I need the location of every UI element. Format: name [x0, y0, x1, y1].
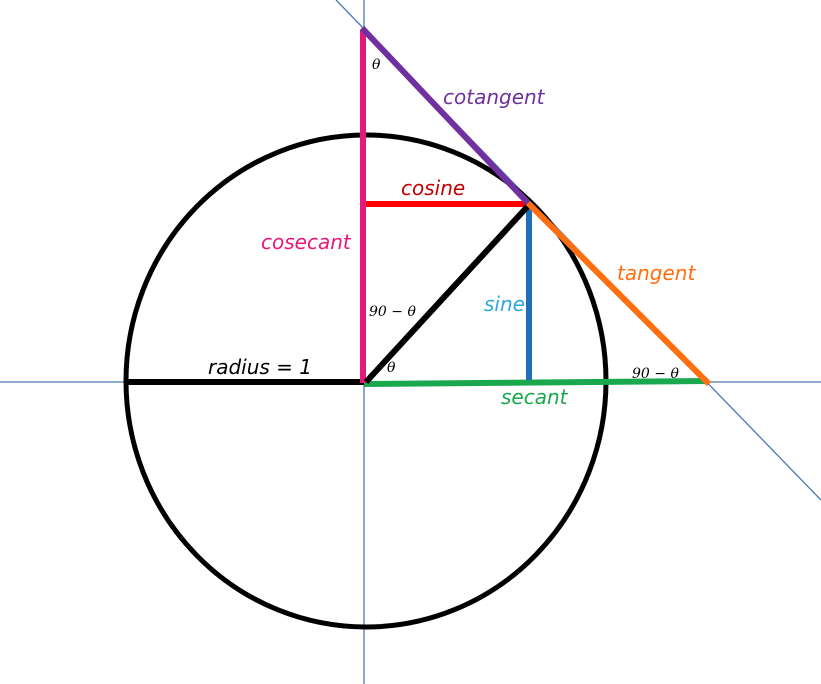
complement-angle-right-label: 90 − θ — [632, 366, 679, 382]
tangent-segment — [525, 200, 712, 387]
tangent-label: tangent — [617, 261, 696, 285]
radius-label: radius = 1 — [208, 355, 312, 379]
radius-to-point — [363, 203, 531, 385]
cotangent-label: cotangent — [443, 85, 546, 109]
cotangent-segment — [359, 25, 531, 206]
complement-angle-center-label: 90 − θ — [369, 304, 416, 320]
theta-origin-label: θ — [387, 360, 396, 376]
cosecant-label: cosecant — [261, 230, 352, 254]
secant-label: secant — [501, 385, 569, 409]
theta-top-label: θ — [372, 57, 381, 73]
cosine-label: cosine — [401, 176, 465, 200]
sine-label: sine — [484, 292, 525, 316]
secant-segment — [363, 378, 709, 387]
